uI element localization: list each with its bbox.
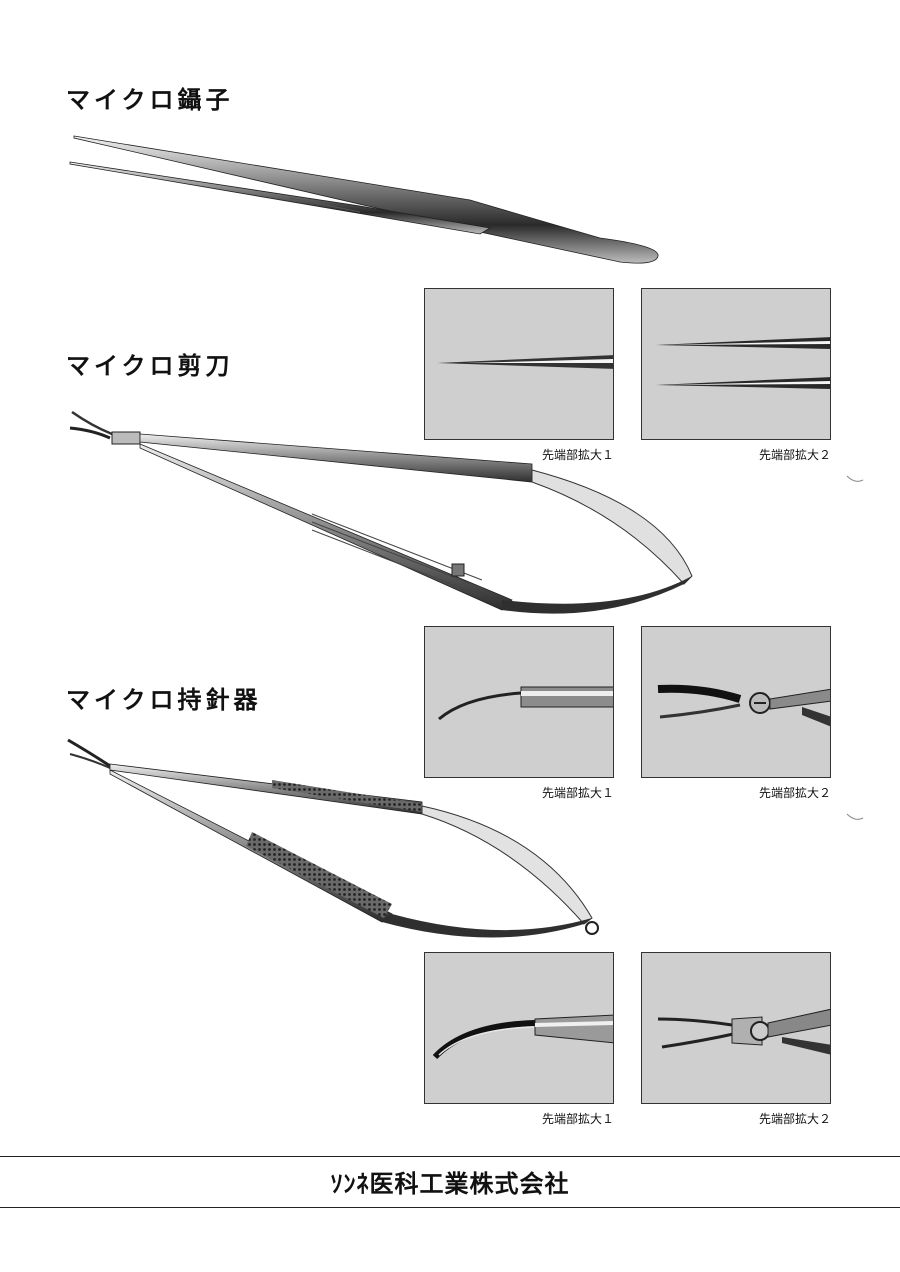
tweezers-detail-2-image [641, 288, 831, 440]
scissors-detail-2-image [641, 626, 831, 778]
needle-holder-detail-1-image [424, 952, 614, 1104]
scissors-caption-1: 先端部拡大１ [541, 786, 614, 800]
scissors-caption-2: 先端部拡大２ [758, 786, 831, 800]
company-name: ｿﾝﾈ医科工業株式会社 [330, 1170, 570, 1198]
tweezers-title: マイクロ鑷子 [66, 86, 234, 114]
needle-holder-caption-2: 先端部拡大２ [758, 1112, 831, 1126]
micro-scissors-image [69, 410, 693, 614]
footer-bottom-rule [0, 1207, 900, 1208]
footer-top-rule [0, 1156, 900, 1157]
needle-holder-detail-2-image [641, 952, 831, 1104]
scissors-title: マイクロ剪刀 [66, 352, 234, 380]
needle-holder-caption-1: 先端部拡大１ [541, 1112, 614, 1126]
margin-mark [846, 813, 864, 820]
micro-tweezers-image [69, 135, 659, 264]
needle-holder-title: マイクロ持針器 [66, 686, 262, 714]
margin-mark [846, 475, 864, 482]
tweezers-caption-1: 先端部拡大１ [541, 448, 614, 462]
micro-needle-holder-image [67, 738, 599, 938]
tweezers-detail-1-image [424, 288, 614, 440]
tweezers-caption-2: 先端部拡大２ [758, 448, 831, 462]
scissors-detail-1-image [424, 626, 614, 778]
